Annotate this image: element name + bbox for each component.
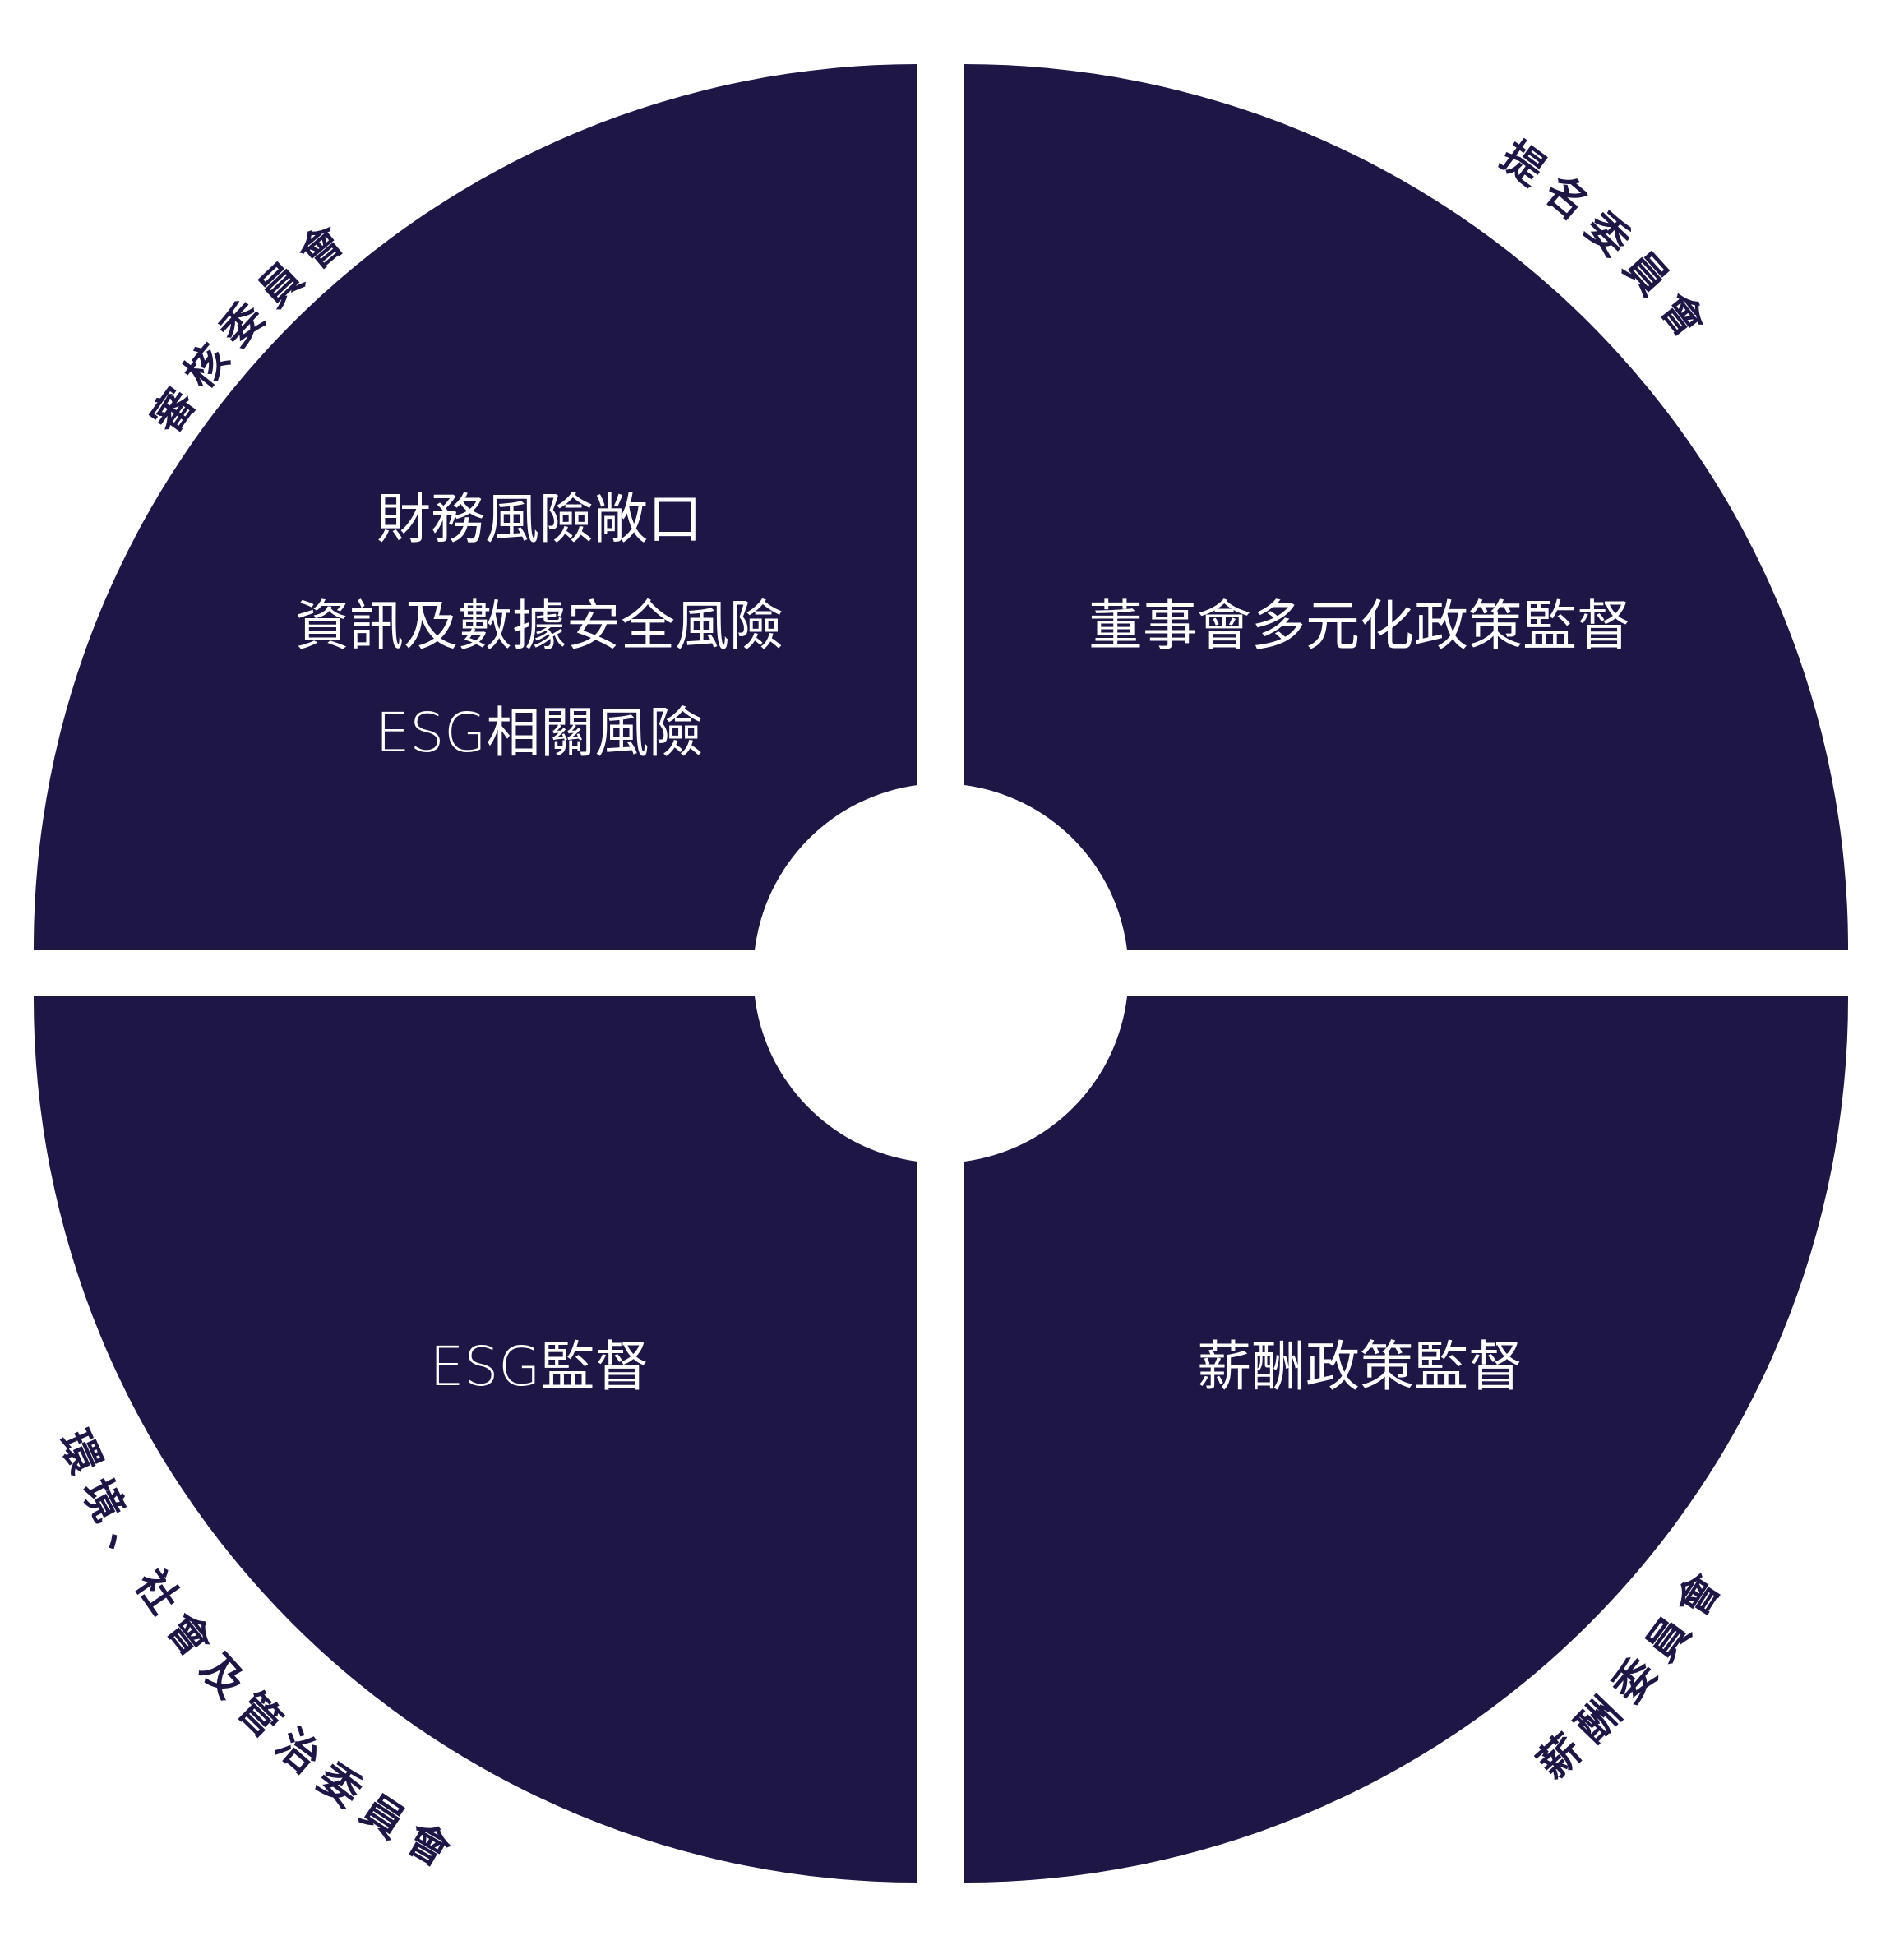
- quadrant-remuneration: [964, 996, 1849, 1883]
- quadrant-audit: [33, 64, 917, 950]
- remuneration-responsibility: 薪酬政策監督: [1197, 1335, 1523, 1398]
- esg-responsibility: ESG監督: [430, 1335, 649, 1398]
- audit-line-2: 資訊及數據安全風險: [295, 594, 783, 658]
- audit-line-3: ESG相關風險: [376, 701, 704, 765]
- audit-line-1: 財務風險敞口: [377, 487, 702, 551]
- quadrant-esg: [33, 996, 917, 1883]
- audit-responsibilities: 財務風險敞口 資訊及數據安全風險 ESG相關風險: [295, 487, 783, 765]
- quadrant-nomination: [964, 63, 1849, 950]
- nomination-responsibility: 董事會多元化政策監督: [1088, 594, 1631, 658]
